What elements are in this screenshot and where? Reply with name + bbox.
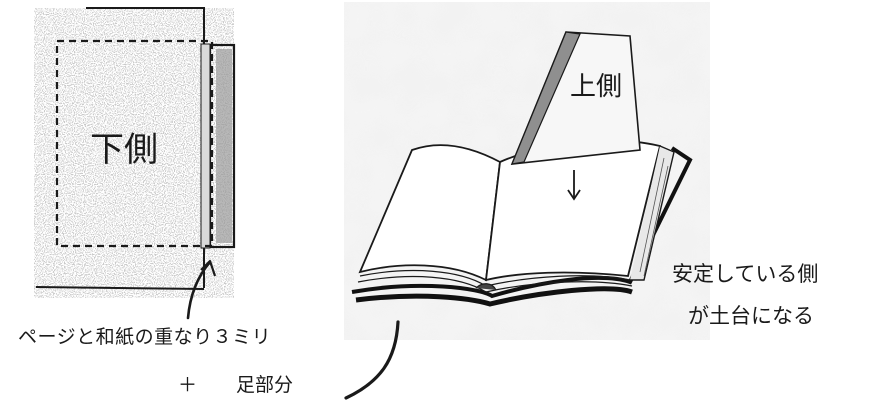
overlap-drawing — [34, 7, 236, 320]
placement-down-arrow-icon — [567, 189, 581, 201]
foot-part-label: 足部分 — [236, 374, 294, 396]
upper-side-label: 上側 — [570, 72, 623, 102]
foot-pointer-curve-icon — [344, 320, 400, 400]
page-stack-left-1 — [359, 269, 487, 287]
page-edge-right — [630, 145, 675, 281]
lower-page-dashed — [55, 39, 214, 248]
overlap-strip — [200, 43, 211, 249]
upper-sheet-glue-strip — [511, 31, 581, 165]
book-bottom-edge — [355, 286, 633, 307]
back-page-bottom-edge — [35, 286, 205, 290]
overlap-note: ページと和紙の重なり３ミリ — [18, 326, 272, 348]
overlap-pointer-curve — [186, 260, 212, 320]
overlap-pointer-head-icon — [200, 259, 217, 277]
stable-side-note-line-1: 安定している側 — [672, 262, 819, 286]
lower-side-label: 下側 — [90, 130, 158, 170]
stable-side-note-line-2: が土台になる — [688, 304, 814, 328]
page-stack-right-2 — [485, 281, 633, 293]
washi-glue-strip — [216, 49, 232, 243]
page-stack-right-1 — [485, 275, 631, 287]
plus-sign: ＋ — [178, 374, 198, 396]
book-cover-edge — [351, 146, 693, 299]
book-drawing — [344, 2, 710, 400]
book-spine — [475, 283, 497, 291]
page-edge-lines — [639, 157, 669, 277]
